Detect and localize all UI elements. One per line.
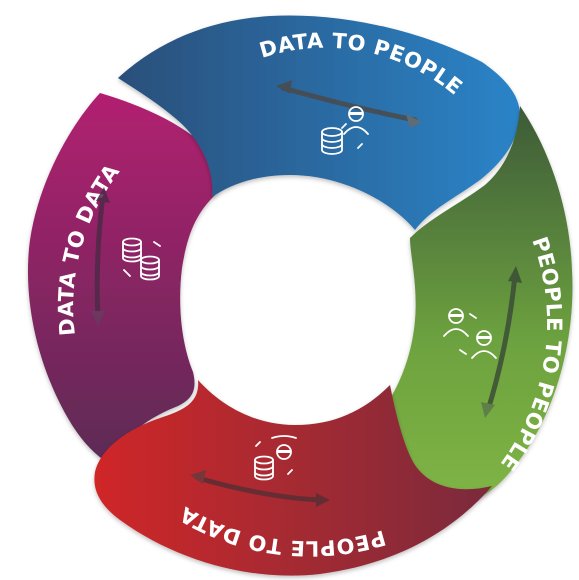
person-to-database-icon [254,435,297,481]
person-to-person-icon [443,308,497,359]
database-to-person-icon [321,106,369,155]
database-to-database-icon [122,237,161,281]
segment-data-to-people [118,15,520,231]
segment-data-to-data [27,93,222,463]
double-arrow-icon [190,470,330,507]
center-hole [186,188,410,412]
double-arrow-icon [91,187,110,326]
double-arrow-icon [481,266,522,418]
double-arrow-icon [276,80,422,128]
segment-people-to-data [94,380,492,576]
segment-people-to-people [384,106,573,500]
